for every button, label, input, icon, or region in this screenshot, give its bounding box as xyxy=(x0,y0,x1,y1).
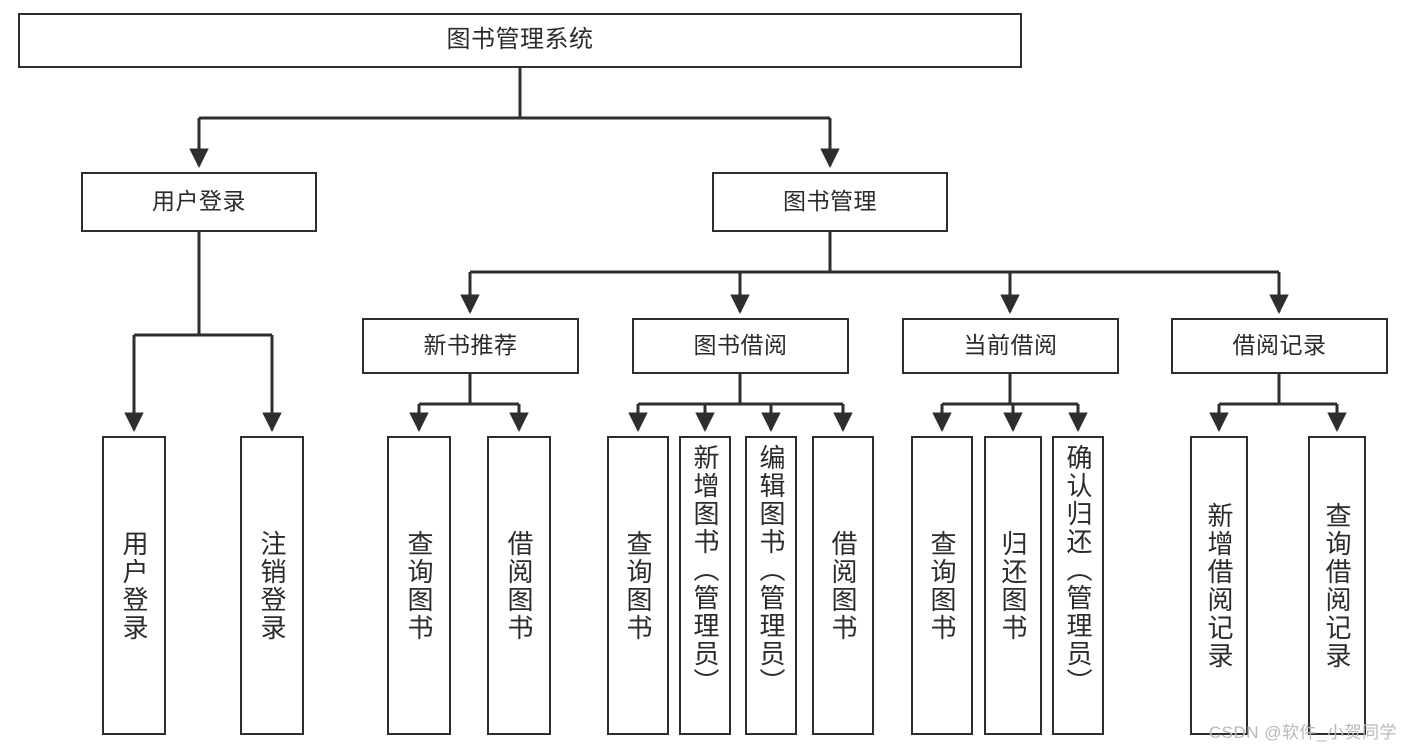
node-book-borrow[interactable]: 图书借阅 xyxy=(632,318,849,374)
node-current-borrow-label: 当前借阅 xyxy=(963,332,1058,359)
node-leaf-query-book-1[interactable]: 查询图书 xyxy=(387,436,451,735)
node-leaf-query-book-3-label: 查询图书 xyxy=(927,529,957,642)
node-leaf-return-book[interactable]: 归还图书 xyxy=(984,436,1042,735)
node-book-manage[interactable]: 图书管理 xyxy=(712,172,948,232)
node-leaf-query-book-2-label: 查询图书 xyxy=(623,529,653,642)
node-leaf-confirm-return-label: 确认归还（管理员） xyxy=(1063,444,1093,696)
node-leaf-query-book-3[interactable]: 查询图书 xyxy=(911,436,973,735)
node-leaf-add-record-label: 新增借阅记录 xyxy=(1204,501,1234,670)
node-leaf-borrow-book-1-label: 借阅图书 xyxy=(504,529,534,642)
node-leaf-edit-book[interactable]: 编辑图书（管理员） xyxy=(745,436,797,735)
node-leaf-query-record-label: 查询借阅记录 xyxy=(1322,501,1352,670)
node-book-borrow-label: 图书借阅 xyxy=(693,332,788,359)
node-leaf-add-book[interactable]: 新增图书（管理员） xyxy=(679,436,731,735)
node-borrow-record[interactable]: 借阅记录 xyxy=(1171,318,1388,374)
node-leaf-query-book-2[interactable]: 查询图书 xyxy=(607,436,669,735)
watermark: CSDN @软件_小贺同学 xyxy=(1208,723,1397,742)
node-leaf-query-record[interactable]: 查询借阅记录 xyxy=(1308,436,1366,735)
node-book-manage-label: 图书管理 xyxy=(783,188,877,215)
node-leaf-add-book-label: 新增图书（管理员） xyxy=(690,444,720,696)
node-leaf-logout[interactable]: 注销登录 xyxy=(240,436,304,735)
node-user-login-label: 用户登录 xyxy=(152,188,246,215)
node-borrow-record-label: 借阅记录 xyxy=(1232,332,1327,359)
node-leaf-user-login[interactable]: 用户登录 xyxy=(102,436,166,735)
node-leaf-query-book-1-label: 查询图书 xyxy=(404,529,434,642)
node-leaf-edit-book-label: 编辑图书（管理员） xyxy=(756,444,786,696)
node-leaf-borrow-book-2[interactable]: 借阅图书 xyxy=(812,436,874,735)
node-leaf-return-book-label: 归还图书 xyxy=(998,529,1028,642)
node-leaf-user-login-label: 用户登录 xyxy=(119,529,149,642)
node-user-login[interactable]: 用户登录 xyxy=(81,172,317,232)
node-leaf-logout-label: 注销登录 xyxy=(257,529,287,642)
node-new-book-rec-label: 新书推荐 xyxy=(423,332,518,359)
node-leaf-confirm-return[interactable]: 确认归还（管理员） xyxy=(1052,436,1104,735)
node-leaf-borrow-book-1[interactable]: 借阅图书 xyxy=(487,436,551,735)
node-root-label: 图书管理系统 xyxy=(446,26,594,54)
node-root[interactable]: 图书管理系统 xyxy=(18,13,1022,68)
node-leaf-add-record[interactable]: 新增借阅记录 xyxy=(1190,436,1248,735)
node-new-book-rec[interactable]: 新书推荐 xyxy=(362,318,579,374)
node-current-borrow[interactable]: 当前借阅 xyxy=(902,318,1119,374)
node-leaf-borrow-book-2-label: 借阅图书 xyxy=(828,529,858,642)
